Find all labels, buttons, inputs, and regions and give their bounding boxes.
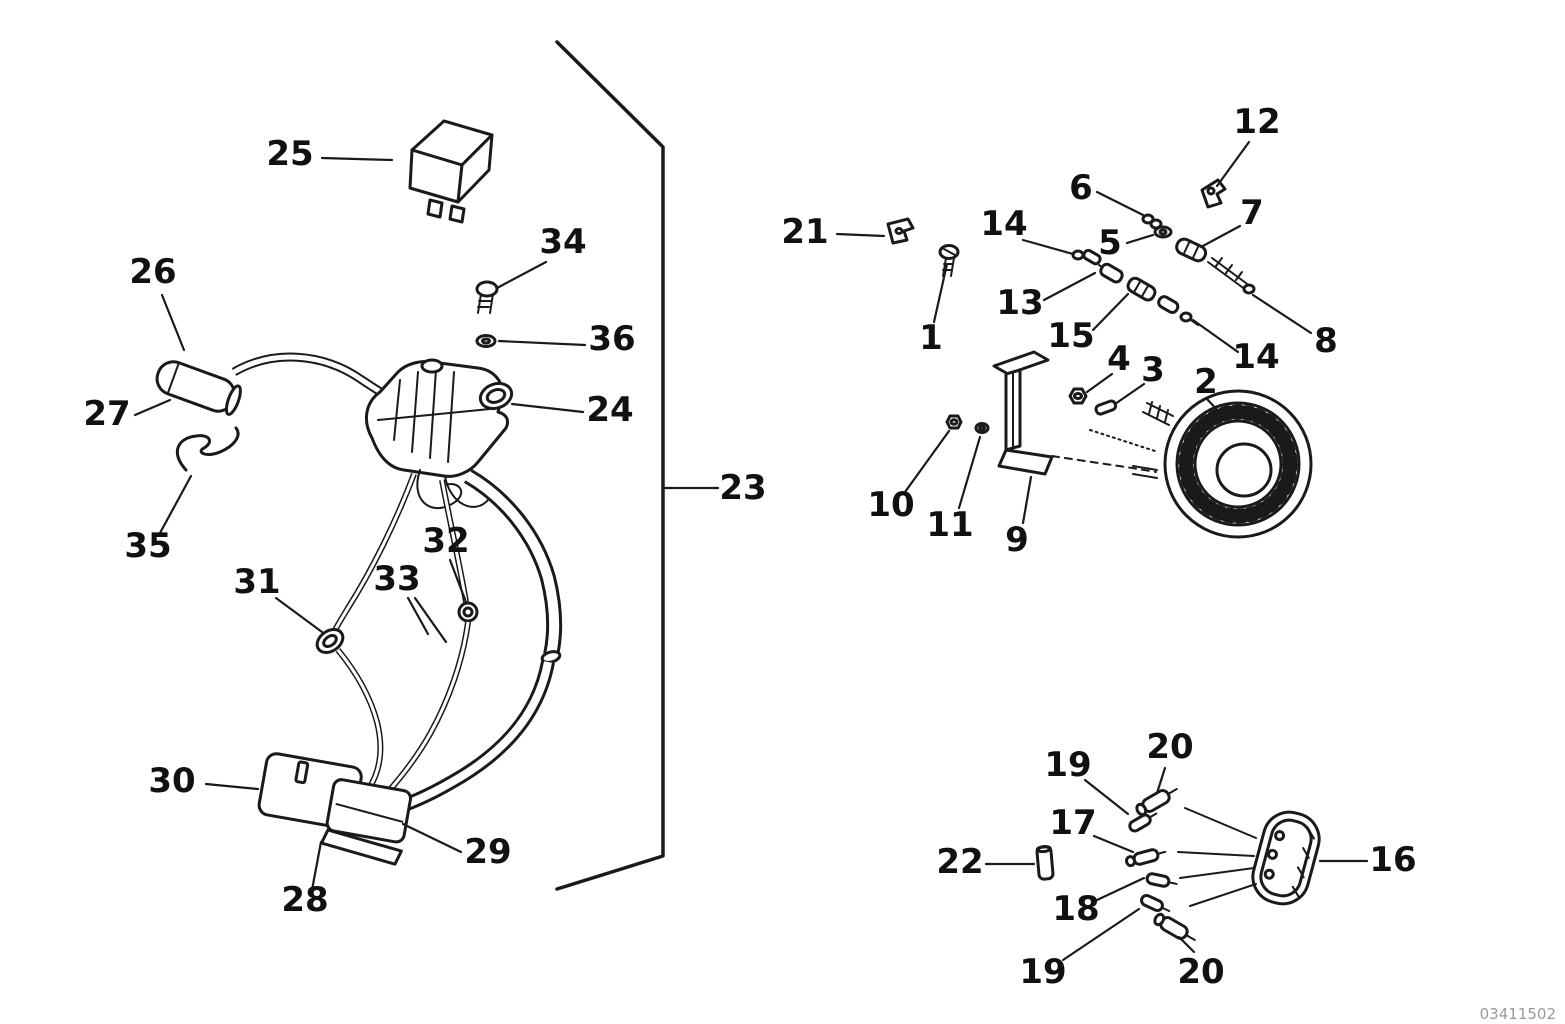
- part-11-washer: [974, 422, 990, 434]
- part-1-screw: [938, 244, 960, 277]
- callout-6: 6: [1069, 168, 1093, 208]
- drawing-number: 03411502: [1480, 1005, 1556, 1023]
- callout-14-upper: 14: [980, 204, 1027, 244]
- callout-19-upper: 19: [1044, 745, 1091, 785]
- boundary-line-23: [555, 40, 665, 891]
- part-8-stud: [1207, 257, 1256, 295]
- callout-2: 2: [1194, 362, 1218, 402]
- part-4-nut: [1068, 387, 1088, 405]
- part-35-clip: [175, 426, 240, 472]
- part-17-bullet: [1125, 848, 1167, 868]
- part-13-14-15-terminal-chain: [1071, 248, 1199, 326]
- callout-33: 33: [373, 559, 420, 599]
- callout-36: 36: [588, 319, 635, 359]
- callout-8: 8: [1314, 321, 1338, 361]
- part-31-32-33-wires: [315, 472, 479, 794]
- callout-22: 22: [936, 842, 983, 882]
- part-6-grommet: [1141, 213, 1163, 230]
- part-36-washer: [475, 334, 497, 348]
- part-18-bullet: [1145, 872, 1178, 888]
- part-10-nut: [945, 414, 963, 430]
- callout-28: 28: [281, 880, 328, 920]
- callout-25: 25: [266, 134, 313, 174]
- callout-11: 11: [926, 505, 973, 545]
- part-21-clip: [886, 217, 915, 245]
- callout-19-lower: 19: [1019, 952, 1066, 992]
- callout-32: 32: [422, 521, 469, 561]
- callout-7: 7: [1240, 193, 1264, 233]
- part-26-27-cable-connector: [155, 352, 401, 416]
- callout-18: 18: [1052, 889, 1099, 929]
- part-28-29-30-connector: [257, 752, 412, 866]
- part-5-washer: [1153, 225, 1173, 239]
- callout-20-upper: 20: [1146, 727, 1193, 767]
- leader-lines: [133, 140, 1369, 962]
- callout-30: 30: [148, 761, 195, 801]
- part-34-screw: [475, 280, 499, 314]
- callout-20-lower: 20: [1177, 952, 1224, 992]
- part-25-relay: [408, 119, 494, 224]
- callout-35: 35: [124, 526, 171, 566]
- part-19-bullet-bottom: [1140, 893, 1171, 913]
- callout-27: 27: [83, 394, 130, 434]
- callout-4: 4: [1107, 339, 1131, 379]
- callout-labels: 25 34 26 36 27 24 23 35 32 33 31 30 29 2…: [83, 102, 1416, 992]
- part-9-gauge-bracket: [992, 350, 1157, 476]
- callout-14-lower: 14: [1232, 337, 1279, 377]
- callout-10: 10: [867, 485, 914, 525]
- callout-3: 3: [1141, 350, 1165, 390]
- part-19-bullet-top: [1128, 812, 1158, 833]
- part-20-bullet-bottom: [1153, 912, 1196, 941]
- callout-21: 21: [781, 212, 828, 252]
- callout-15: 15: [1047, 316, 1094, 356]
- part-2-gauge: [1089, 389, 1313, 539]
- callout-1: 1: [919, 318, 943, 358]
- callout-23: 23: [719, 468, 766, 508]
- callout-29: 29: [464, 832, 511, 872]
- part-16-connector-housing: [1177, 807, 1321, 907]
- callout-12: 12: [1233, 102, 1280, 142]
- callout-5: 5: [1098, 223, 1122, 263]
- callout-34: 34: [539, 222, 586, 262]
- callout-13: 13: [996, 283, 1043, 323]
- part-24-bracket-assembly: [364, 358, 514, 510]
- callout-16: 16: [1369, 840, 1416, 880]
- part-22-sleeve: [1035, 844, 1055, 881]
- part-3-pin: [1094, 399, 1118, 416]
- callout-24: 24: [586, 390, 633, 430]
- part-20-bullet-top: [1135, 788, 1178, 817]
- callout-26: 26: [129, 252, 176, 292]
- part-7-connector-body: [1175, 237, 1208, 263]
- callout-17: 17: [1049, 803, 1096, 843]
- callout-9: 9: [1005, 520, 1029, 560]
- callout-31: 31: [233, 562, 280, 602]
- part-12-bracket: [1200, 178, 1227, 209]
